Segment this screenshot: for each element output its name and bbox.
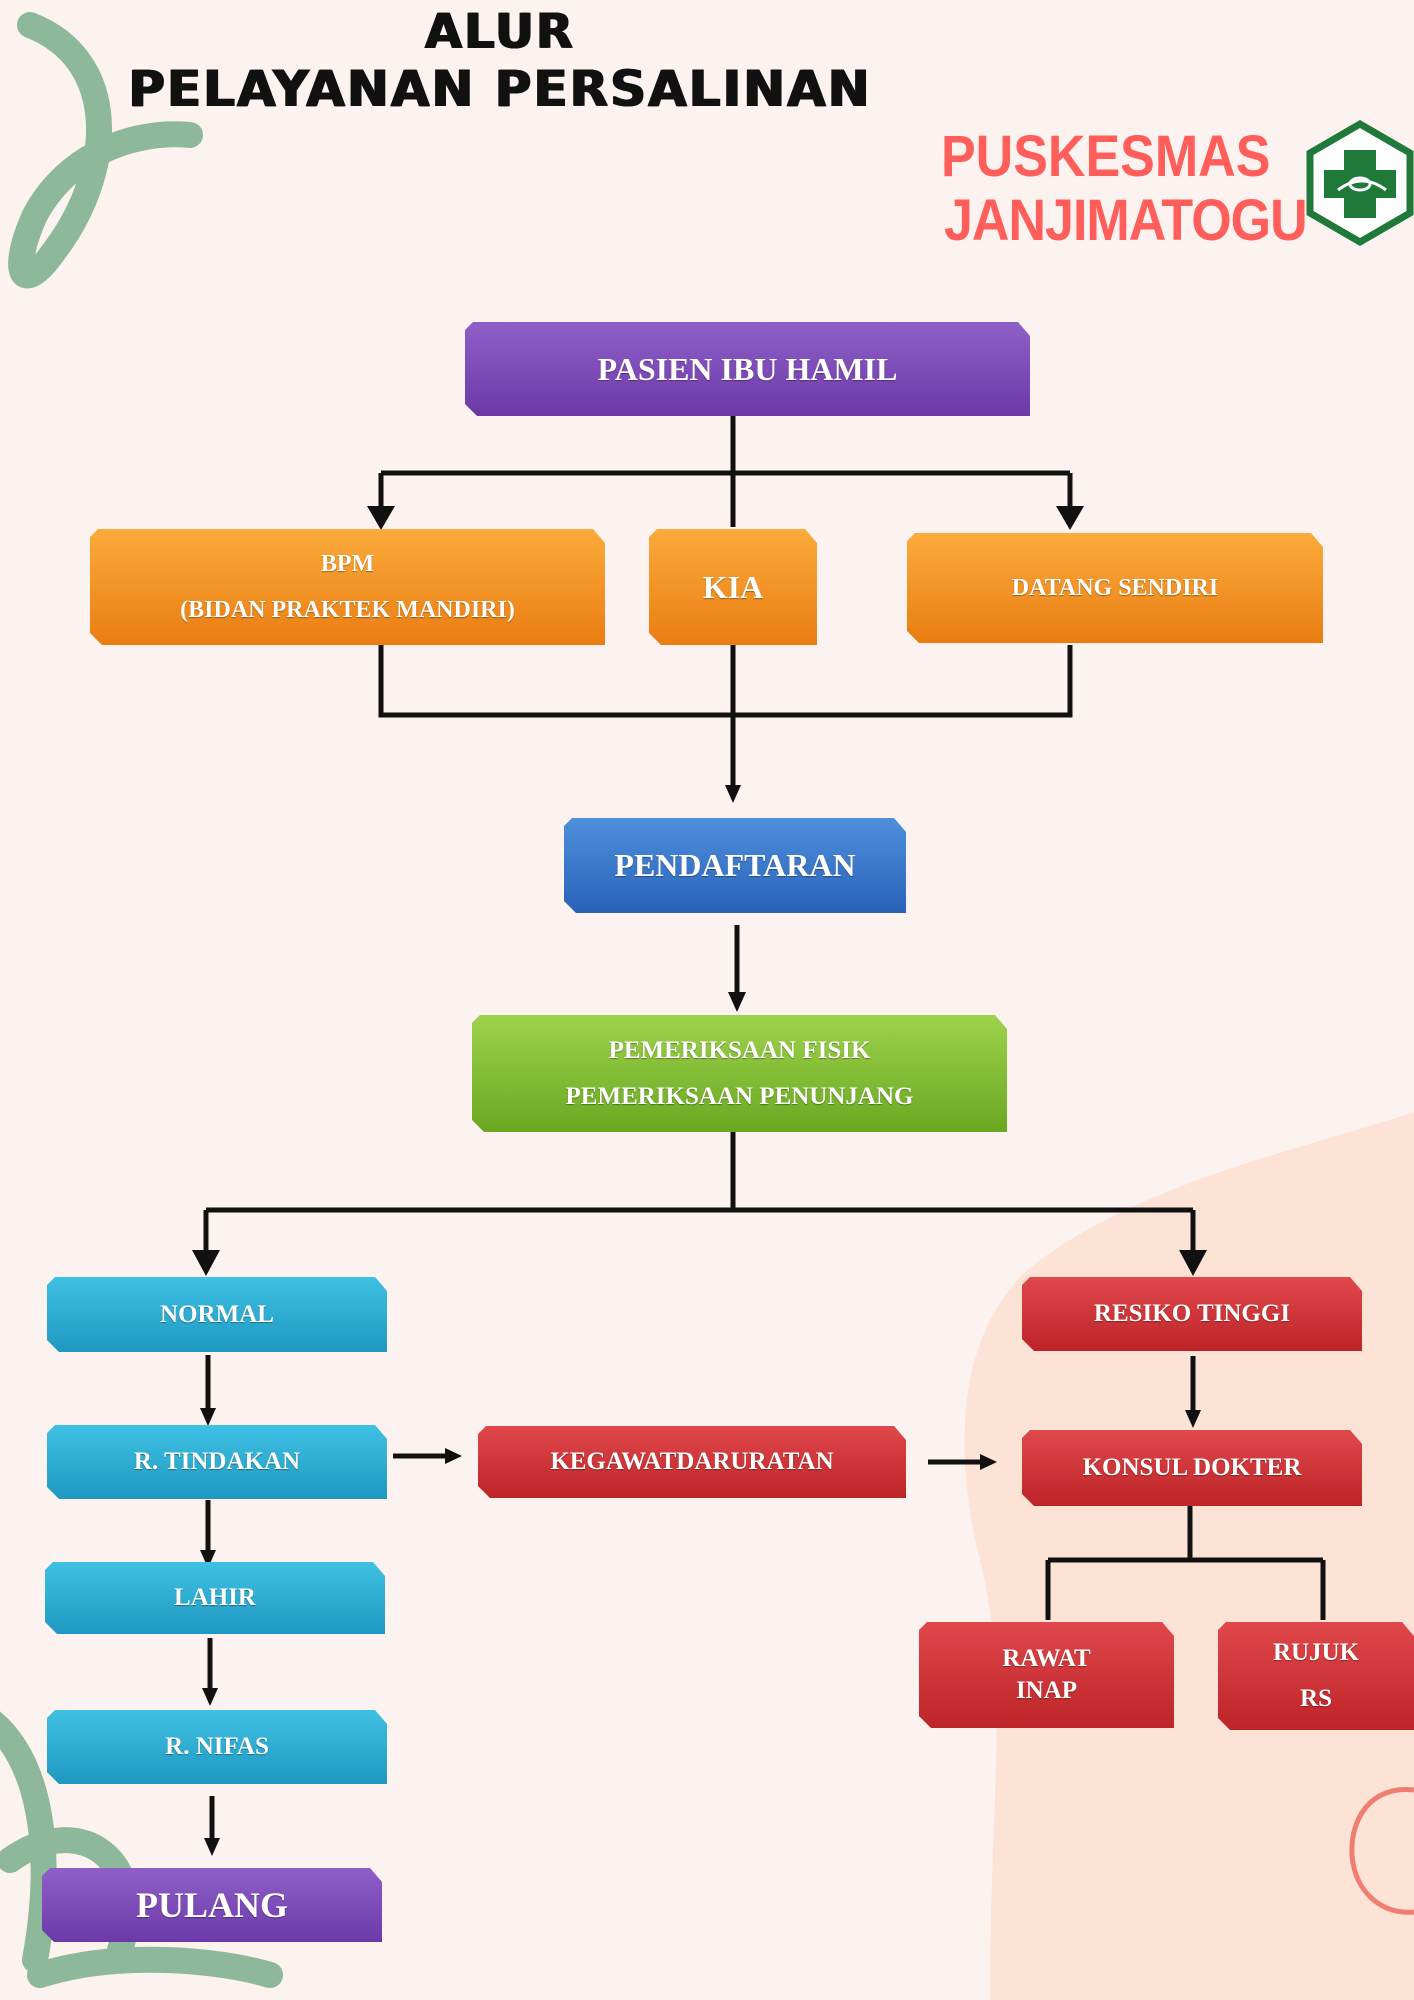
- node-kia: KIA: [649, 529, 817, 645]
- node-label: DATANG SENDIRI: [1011, 574, 1219, 601]
- node-label: PENDAFTARAN: [614, 847, 856, 883]
- node-label: RESIKO TINGGI: [1093, 1300, 1291, 1327]
- node-label: R. NIFAS: [165, 1733, 269, 1760]
- node-pulang: PULANG: [42, 1868, 382, 1942]
- node-label: PULANG: [136, 1885, 288, 1925]
- organization-name-line-2: JANJIMATOGU: [944, 188, 1308, 254]
- page-title-line-1: ALUR: [425, 4, 575, 60]
- node-label: RAWAT: [1002, 1645, 1091, 1672]
- page-title-line-2: PELAYANAN PERSALINAN: [128, 60, 872, 118]
- node-pasien-ibu-hamil: PASIEN IBU HAMIL: [465, 322, 1030, 416]
- node-label: LAHIR: [174, 1584, 256, 1611]
- node-bpm: BPM (BIDAN PRAKTEK MANDIRI): [90, 529, 605, 645]
- node-label: R. TINDAKAN: [133, 1448, 301, 1475]
- node-resiko-tinggi: RESIKO TINGGI: [1022, 1277, 1362, 1351]
- node-label: (BIDAN PRAKTEK MANDIRI): [180, 597, 515, 623]
- node-label: PEMERIKSAAN FISIK: [608, 1036, 871, 1064]
- node-kegawatdaruratan: KEGAWATDARURATAN: [478, 1426, 906, 1498]
- node-label: RUJUK: [1272, 1639, 1360, 1666]
- node-pemeriksaan: PEMERIKSAAN FISIK PEMERIKSAAN PENUNJANG: [472, 1015, 1007, 1132]
- node-label: BPM: [320, 551, 375, 577]
- node-normal: NORMAL: [47, 1277, 387, 1352]
- puskesmas-logo-icon: [1306, 120, 1414, 246]
- node-label: RS: [1300, 1685, 1332, 1712]
- node-lahir: LAHIR: [45, 1562, 385, 1634]
- coral-circle-outline: [1349, 1787, 1414, 1915]
- node-label: KEGAWATDARURATAN: [550, 1448, 834, 1475]
- node-label: INAP: [1015, 1677, 1078, 1704]
- node-r-nifas: R. NIFAS: [47, 1710, 387, 1784]
- node-label: PEMERIKSAAN PENUNJANG: [565, 1082, 914, 1110]
- node-label: KONSUL DOKTER: [1082, 1454, 1302, 1481]
- node-label: PASIEN IBU HAMIL: [597, 350, 898, 387]
- node-r-tindakan: R. TINDAKAN: [47, 1425, 387, 1499]
- arrowheads: [192, 506, 1207, 1856]
- green-swirl-top: [8, 12, 203, 289]
- node-pendaftaran: PENDAFTARAN: [564, 818, 906, 913]
- node-datang-sendiri: DATANG SENDIRI: [907, 533, 1323, 643]
- node-rawat-inap: RAWAT INAP: [919, 1622, 1174, 1728]
- connectors: [203, 412, 1326, 1840]
- node-rujuk-rs: RUJUK RS: [1218, 1622, 1414, 1730]
- organization-name-line-1: PUSKESMAS: [941, 124, 1271, 190]
- node-label: NORMAL: [160, 1300, 274, 1328]
- node-konsul-dokter: KONSUL DOKTER: [1022, 1430, 1362, 1506]
- node-label: KIA: [702, 568, 764, 605]
